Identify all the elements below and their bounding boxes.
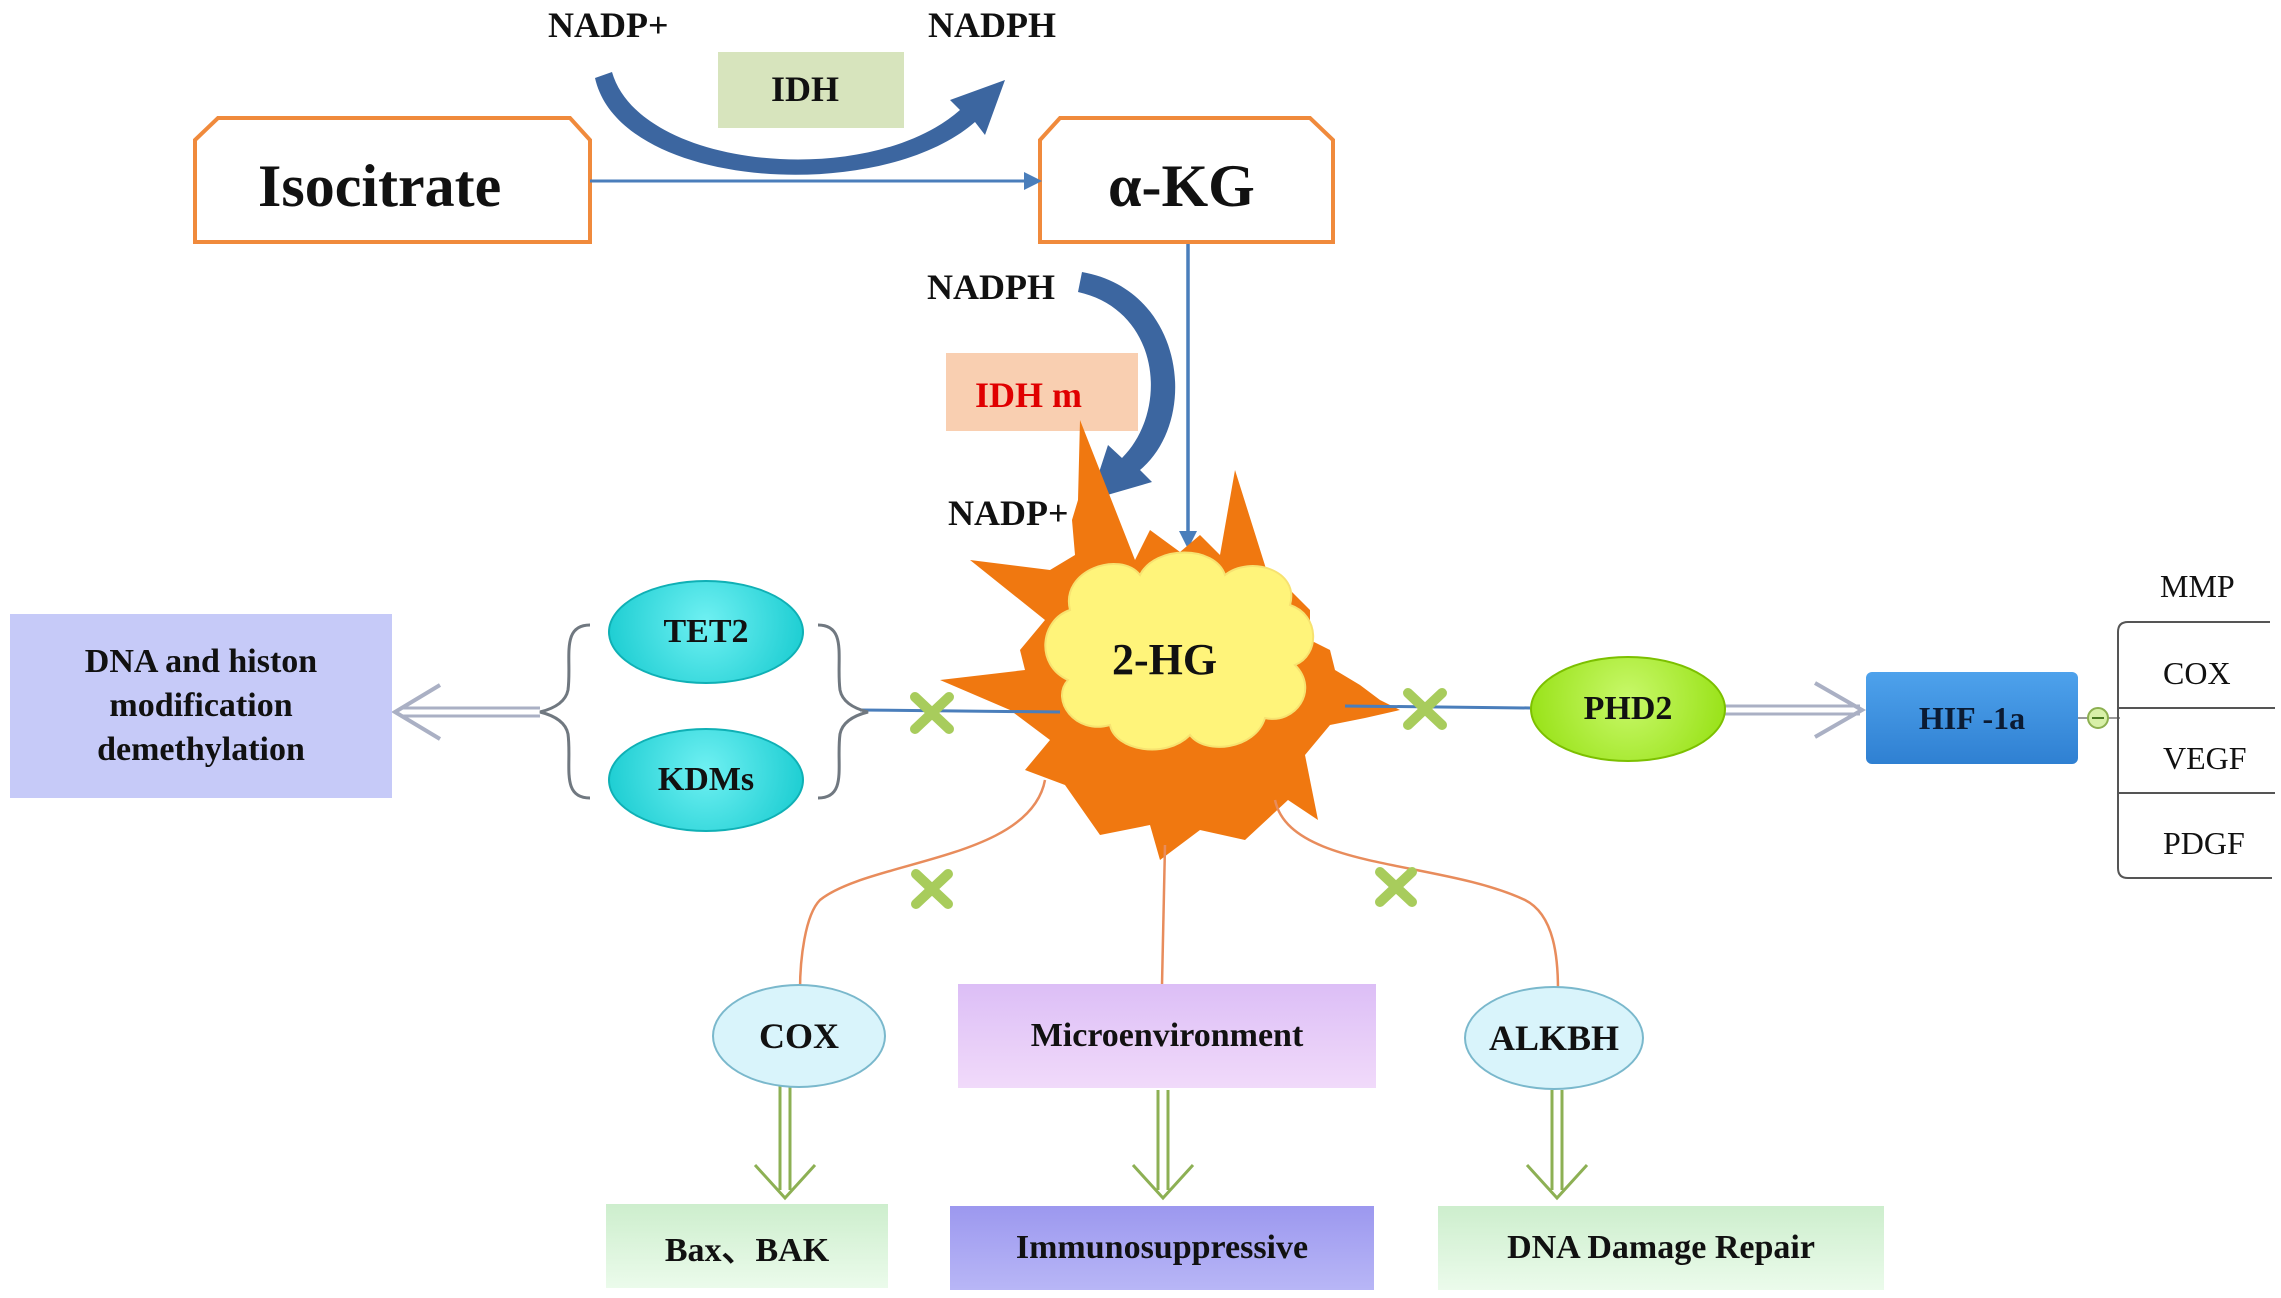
inhibit-x-icon-right [1403, 688, 1447, 730]
cox-label: COX [759, 1016, 839, 1056]
dna-line-1: DNA and histon [84, 643, 318, 680]
inhibit-x-icon-cox [911, 869, 953, 909]
dna-histone-demethylation-box: DNA and histon modification demethylatio… [10, 614, 392, 798]
tet-to-dna-arrowhead [391, 683, 442, 741]
immunosuppressive-box: Immunosuppressive [950, 1206, 1374, 1290]
target-vegf-label: VEGF [2163, 740, 2247, 776]
dna-damage-repair-box: DNA Damage Repair [1438, 1206, 1884, 1290]
bax-bak-label: Bax、BAK [664, 1231, 830, 1269]
target-cox-label: COX [2163, 655, 2231, 691]
kdms-label: KDMs [657, 761, 755, 798]
tet2-node: TET2 [608, 580, 804, 684]
hif-1a-box: HIF -1a [1866, 672, 2078, 764]
idh-label: IDH [771, 69, 840, 109]
target-pdgf-label: PDGF [2163, 825, 2245, 861]
isocitrate-box-outline [193, 116, 592, 244]
dna-damage-repair-label: DNA Damage Repair [1507, 1229, 1815, 1266]
phd2-label: PHD2 [1583, 690, 1673, 727]
hif-1a-label: HIF -1a [1918, 699, 2026, 736]
2hg-to-alkbh-line [1273, 799, 1560, 991]
mutant-nadph-label: NADPH [927, 267, 1055, 307]
microenvironment-box: Microenvironment [958, 984, 1376, 1088]
left-brace [539, 623, 591, 800]
2hg-label: 2-HG [1112, 635, 1218, 684]
top-nadp-plus-label: NADP+ [548, 5, 669, 45]
idh-box [718, 52, 904, 128]
microenvironment-label: Microenvironment [1030, 1017, 1304, 1054]
idh-curved-arrow [595, 72, 1005, 175]
idhm-box [946, 353, 1138, 431]
cox-down-arrow [753, 1085, 817, 1201]
immunosuppressive-label: Immunosuppressive [1015, 1229, 1309, 1266]
phd2-to-hif-arrowhead [1814, 681, 1867, 739]
akg-label: α-KG [1108, 153, 1255, 219]
bax-bak-box: Bax、BAK [606, 1204, 888, 1288]
dna-line-3: demethylation [97, 731, 305, 768]
isocitrate-label: Isocitrate [258, 153, 502, 219]
dna-line-2: modification [109, 687, 293, 724]
mutant-nadp-plus-label: NADP+ [948, 493, 1069, 533]
alkbh-label: ALKBH [1488, 1018, 1620, 1058]
2hg-to-cox-line [798, 779, 1047, 991]
targets-bracket [2117, 621, 2272, 879]
right-brace [817, 623, 869, 800]
cox-node: COX [712, 984, 886, 1088]
phd2-node: PHD2 [1530, 656, 1726, 762]
alkbh-node: ALKBH [1464, 986, 1644, 1090]
2hg-to-phd2-line [1344, 704, 1531, 710]
alkbh-down-arrow [1525, 1090, 1589, 1201]
akg-box-outline [1038, 116, 1335, 244]
idhm-label: IDH m [975, 375, 1082, 415]
kdms-node: KDMs [608, 728, 804, 832]
micro-down-arrow [1131, 1090, 1195, 1201]
tet2-label: TET2 [663, 613, 749, 650]
cloud-shape [1044, 551, 1315, 751]
top-nadph-label: NADPH [928, 5, 1056, 45]
idhm-curved-arrow [1078, 272, 1176, 500]
inhibit-x-icon-alkbh [1375, 867, 1417, 907]
target-mmp-label: MMP [2160, 568, 2235, 604]
2hg-to-tet-line [859, 708, 1061, 714]
inhibit-x-icon-left [910, 692, 954, 734]
2hg-to-micro-line [1160, 844, 1167, 986]
